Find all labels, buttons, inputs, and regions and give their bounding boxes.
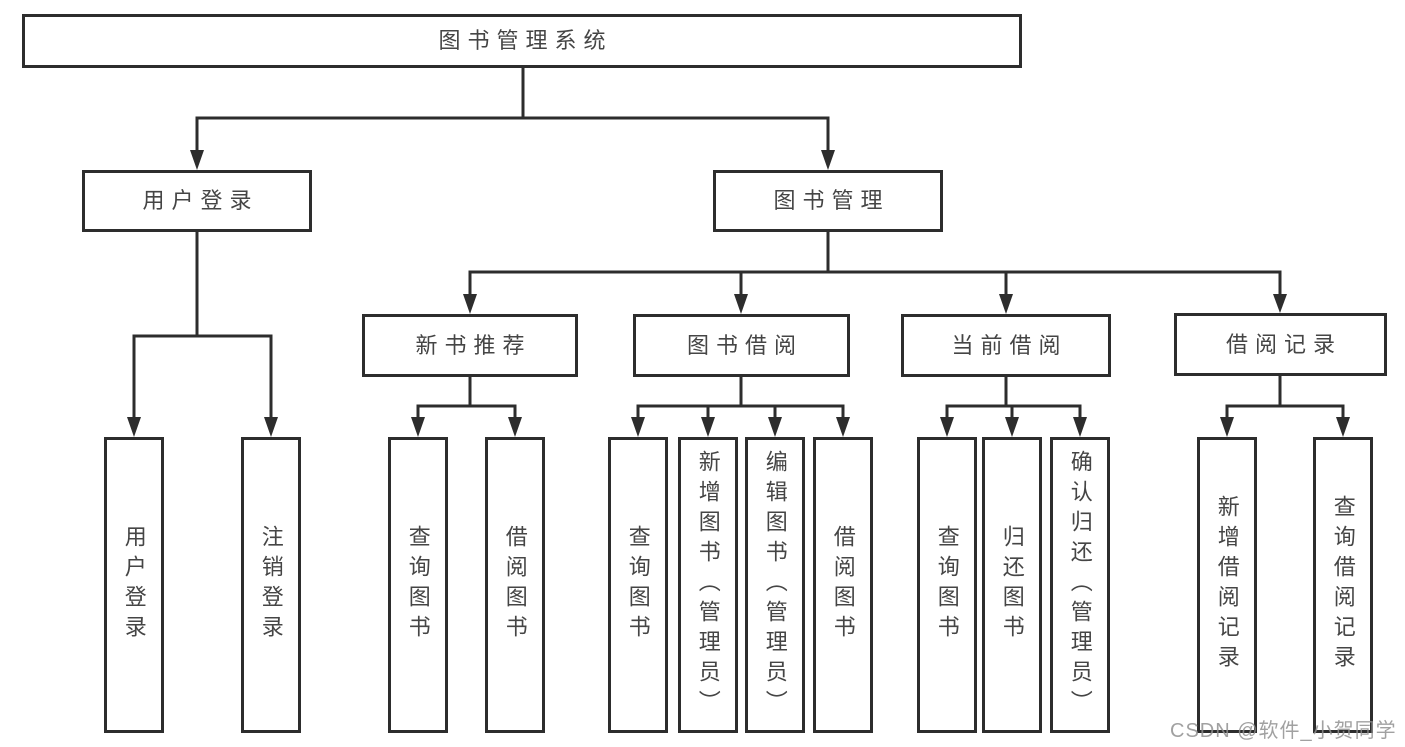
watermark-text: CSDN @软件_小贺同学 [1170, 720, 1397, 742]
node-leaf-query-books-current: 查询图书 [917, 437, 977, 733]
node-leaf-query-books-borrow: 查询图书 [608, 437, 668, 733]
node-leaf-add-borrow-record: 新增借阅记录 [1197, 437, 1257, 733]
node-new-book-recommendation: 新书推荐 [362, 314, 578, 377]
node-book-management: 图书管理 [713, 170, 943, 232]
node-leaf-confirm-return-admin: 确认归还（管理员） [1050, 437, 1110, 733]
node-borrowing-records: 借阅记录 [1174, 313, 1387, 376]
arrowheads [127, 150, 1350, 437]
node-leaf-query-borrow-record: 查询借阅记录 [1313, 437, 1373, 733]
node-leaf-add-books-admin: 新增图书（管理员） [678, 437, 738, 733]
node-leaf-borrow-books: 借阅图书 [813, 437, 873, 733]
node-leaf-user-login: 用户登录 [104, 437, 164, 733]
node-leaf-borrow-books-recommend: 借阅图书 [485, 437, 545, 733]
node-leaf-edit-books-admin: 编辑图书（管理员） [745, 437, 805, 733]
node-library-management-system: 图书管理系统 [22, 14, 1022, 68]
node-leaf-return-books: 归还图书 [982, 437, 1042, 733]
node-leaf-query-books-recommend: 查询图书 [388, 437, 448, 733]
node-leaf-logout: 注销登录 [241, 437, 301, 733]
node-user-login: 用户登录 [82, 170, 312, 232]
node-book-borrowing: 图书借阅 [633, 314, 850, 377]
node-current-borrowing: 当前借阅 [901, 314, 1111, 377]
